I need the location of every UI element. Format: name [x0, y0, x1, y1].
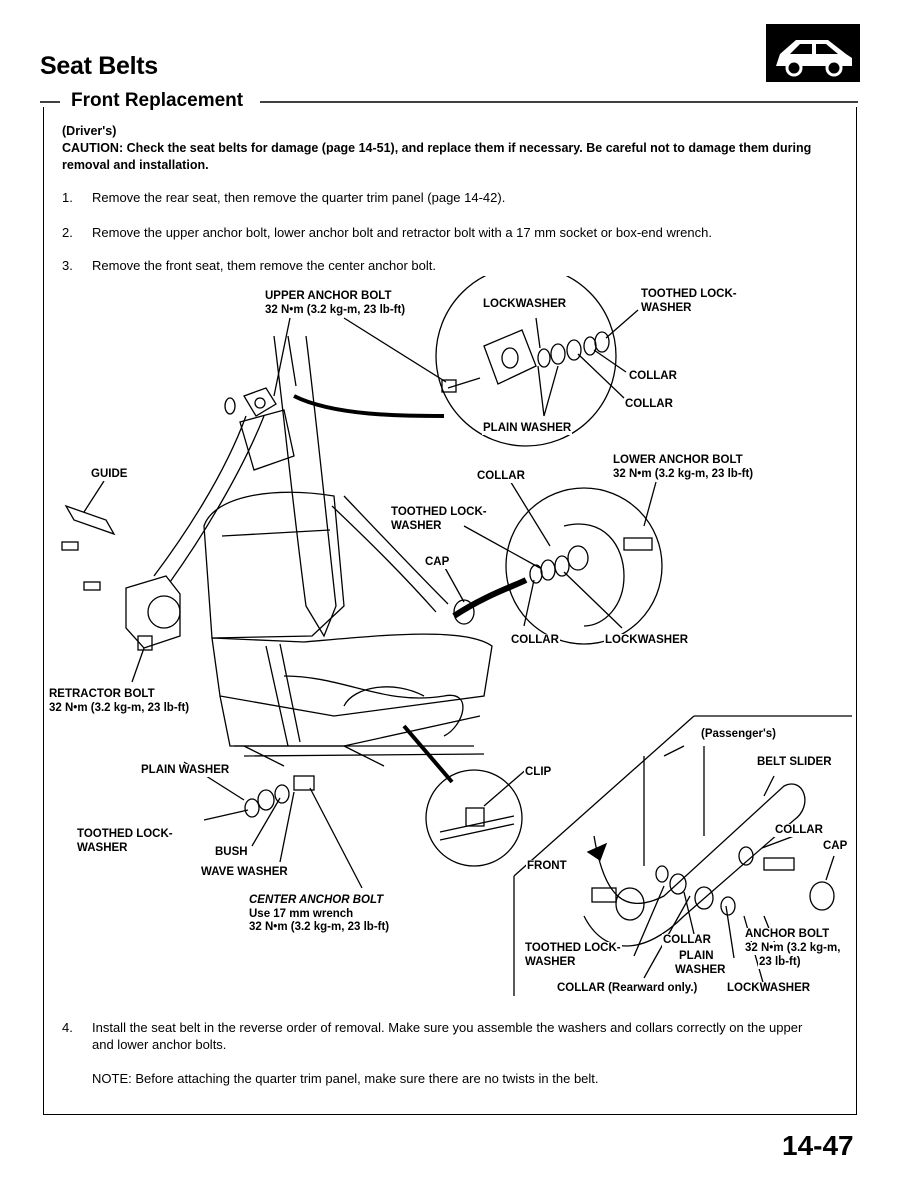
label-upper-anchor-torque: 32 N•m (3.2 kg-m, 23 lb-ft)	[264, 304, 407, 317]
label-belt-slider: BELT SLIDER	[756, 756, 833, 769]
label-lockwasher-top: LOCKWASHER	[482, 298, 568, 311]
label-lower-anchor-bolt: LOWER ANCHOR BOLT	[612, 454, 744, 467]
label-guide: GUIDE	[90, 468, 129, 481]
label-wave-washer: WAVE WASHER	[200, 866, 289, 879]
step-text: Install the seat belt in the reverse ord…	[92, 1020, 803, 1052]
drivers-label: (Driver's)	[62, 124, 117, 138]
label-lower-anchor-torque: 32 N•m (3.2 kg-m, 23 lb-ft)	[612, 468, 755, 481]
label-plain-washer-top: PLAIN WASHER	[482, 422, 573, 435]
diagram-drawing	[61, 276, 852, 996]
section-header: Front Replacement	[40, 88, 860, 114]
content-frame	[43, 107, 857, 1115]
label-passengers: (Passenger's)	[700, 728, 777, 741]
label-collar-lower: COLLAR	[510, 634, 560, 647]
label-anchor-bolt-pass-torque-1: 32 N•m (3.2 kg-m,	[744, 942, 842, 955]
caution-text: CAUTION: Check the seat belts for damage…	[62, 141, 812, 172]
label-lockwasher-pass: LOCKWASHER	[726, 982, 812, 995]
label-plain-pass-2: WASHER	[674, 964, 727, 977]
step-text: Remove the upper anchor bolt, lower anch…	[92, 225, 712, 240]
label-cap-pass: CAP	[822, 840, 849, 853]
step-number: 3.	[62, 258, 73, 273]
step-number: 1.	[62, 190, 73, 205]
label-upper-anchor-bolt: UPPER ANCHOR BOLT	[264, 290, 393, 303]
label-collar-pass-2: COLLAR	[662, 934, 712, 947]
label-center-use: Use 17 mm wrench	[248, 908, 355, 921]
label-toothed-lockwasher-top-2: WASHER	[640, 302, 693, 315]
label-bush: BUSH	[214, 846, 249, 859]
label-collar-rearward: COLLAR (Rearward only.)	[556, 982, 699, 995]
label-toothed-lockwasher-left-1: TOOTHED LOCK-	[76, 828, 174, 841]
step-number: 4.	[62, 1020, 73, 1035]
label-collar-pass: COLLAR	[774, 824, 824, 837]
label-plain-washer-left: PLAIN WASHER	[140, 764, 231, 777]
seat-belt-diagram: UPPER ANCHOR BOLT 32 N•m (3.2 kg-m, 23 l…	[44, 276, 856, 1006]
label-collar-top-1: COLLAR	[628, 370, 678, 383]
label-front: FRONT	[526, 860, 568, 873]
label-center-torque: 32 N•m (3.2 kg-m, 23 lb-ft)	[248, 921, 391, 934]
step-number: 2.	[62, 225, 73, 240]
car-body-icon	[766, 24, 860, 82]
page-title: Seat Belts	[40, 52, 158, 80]
label-toothed-lockwasher-mid-2: WASHER	[390, 520, 443, 533]
note-text: NOTE: Before attaching the quarter trim …	[92, 1071, 599, 1086]
label-center-anchor-bolt: CENTER ANCHOR BOLT	[248, 894, 385, 907]
label-plain-pass-1: PLAIN	[678, 950, 715, 963]
label-retractor-torque: 32 N•m (3.2 kg-m, 23 lb-ft)	[48, 702, 191, 715]
label-clip: CLIP	[524, 766, 553, 779]
step-text: Remove the front seat, them remove the c…	[92, 258, 436, 273]
label-anchor-bolt-pass: ANCHOR BOLT	[744, 928, 831, 941]
label-toothed-lockwasher-mid-1: TOOTHED LOCK-	[390, 506, 488, 519]
label-toothed-lockwasher-left-2: WASHER	[76, 842, 129, 855]
section-title: Front Replacement	[66, 90, 249, 112]
label-toothed-lockwasher-pass-2: WASHER	[524, 956, 577, 969]
label-retractor-bolt: RETRACTOR BOLT	[48, 688, 156, 701]
page-number: 14-47	[782, 1130, 854, 1161]
label-anchor-bolt-pass-torque-2: 23 lb-ft)	[758, 956, 802, 969]
label-lockwasher-lower: LOCKWASHER	[604, 634, 690, 647]
label-cap-mid: CAP	[424, 556, 451, 569]
label-toothed-lockwasher-pass-1: TOOTHED LOCK-	[524, 942, 622, 955]
label-collar-top-2: COLLAR	[624, 398, 674, 411]
label-toothed-lockwasher-top-1: TOOTHED LOCK-	[640, 288, 738, 301]
step-text: Remove the rear seat, then remove the qu…	[92, 190, 506, 205]
label-collar-mid: COLLAR	[476, 470, 526, 483]
